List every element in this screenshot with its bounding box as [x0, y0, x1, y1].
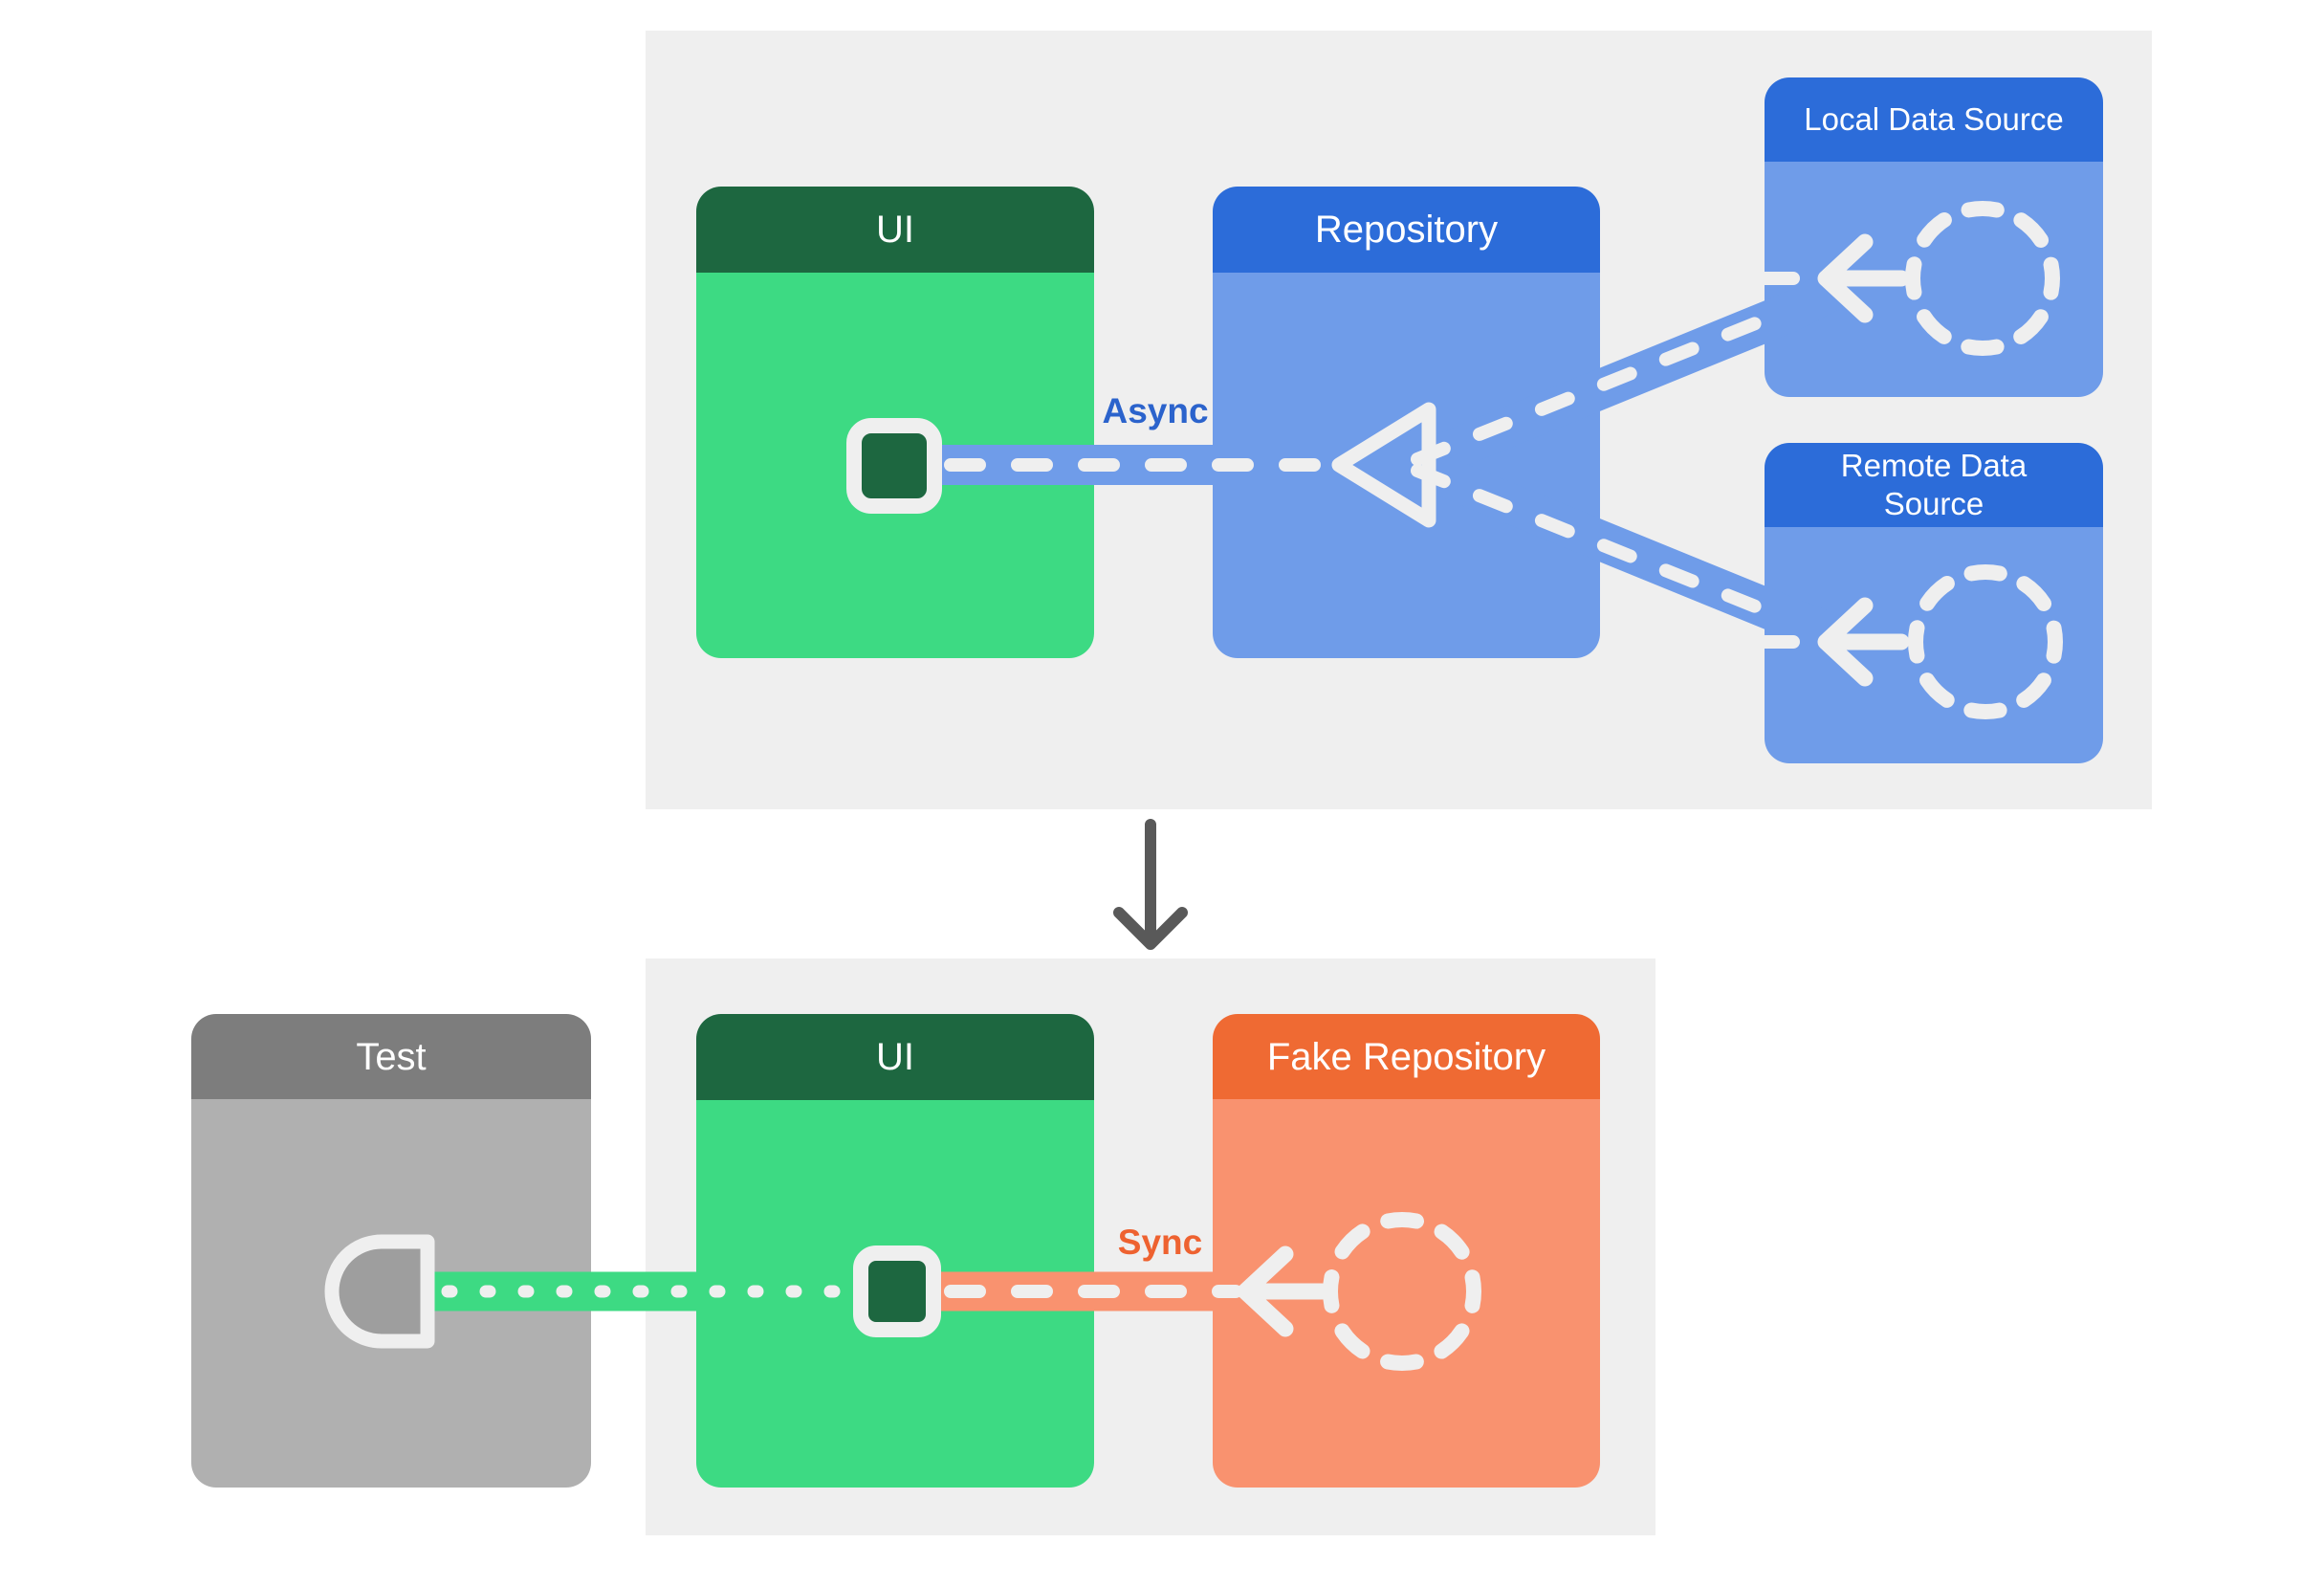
transition-arrow-down-icon	[1113, 819, 1188, 950]
test-box-label: Test	[356, 1035, 427, 1078]
ui-box-bottom: UI	[696, 1014, 1094, 1488]
fake-repository-label: Fake Repository	[1266, 1035, 1546, 1078]
ui-box-bottom-label: UI	[876, 1036, 914, 1078]
repository-box: Repository	[1213, 187, 1600, 658]
test-box-header: Test	[191, 1014, 591, 1099]
remote-data-source-box: Remote Data Source	[1765, 443, 2103, 763]
test-box: Test	[191, 1014, 591, 1488]
fake-repository-body	[1213, 1099, 1600, 1488]
local-data-source-body	[1765, 162, 2103, 397]
fake-repository-box: Fake Repository	[1213, 1014, 1600, 1488]
sync-label: Sync	[1117, 1223, 1203, 1262]
local-data-source-box: Local Data Source	[1765, 77, 2103, 397]
local-data-source-header: Local Data Source	[1765, 77, 2103, 162]
test-box-body	[191, 1099, 591, 1488]
fake-repository-header: Fake Repository	[1213, 1014, 1600, 1099]
ui-box-bottom-header: UI	[696, 1014, 1094, 1100]
ui-box-top: UI	[696, 187, 1094, 658]
async-label: Async	[1102, 391, 1209, 430]
repository-box-body	[1213, 273, 1600, 658]
ui-box-top-label: UI	[876, 209, 914, 251]
ui-box-top-body	[696, 273, 1094, 658]
repository-box-header: Repository	[1213, 187, 1600, 273]
ui-box-top-header: UI	[696, 187, 1094, 273]
remote-data-source-header: Remote Data Source	[1765, 443, 2103, 527]
ui-box-bottom-body	[696, 1100, 1094, 1488]
local-data-source-label: Local Data Source	[1804, 101, 2064, 138]
remote-data-source-body	[1765, 527, 2103, 763]
remote-data-source-label: Remote Data Source	[1840, 448, 2028, 521]
repository-box-label: Repository	[1314, 209, 1499, 251]
